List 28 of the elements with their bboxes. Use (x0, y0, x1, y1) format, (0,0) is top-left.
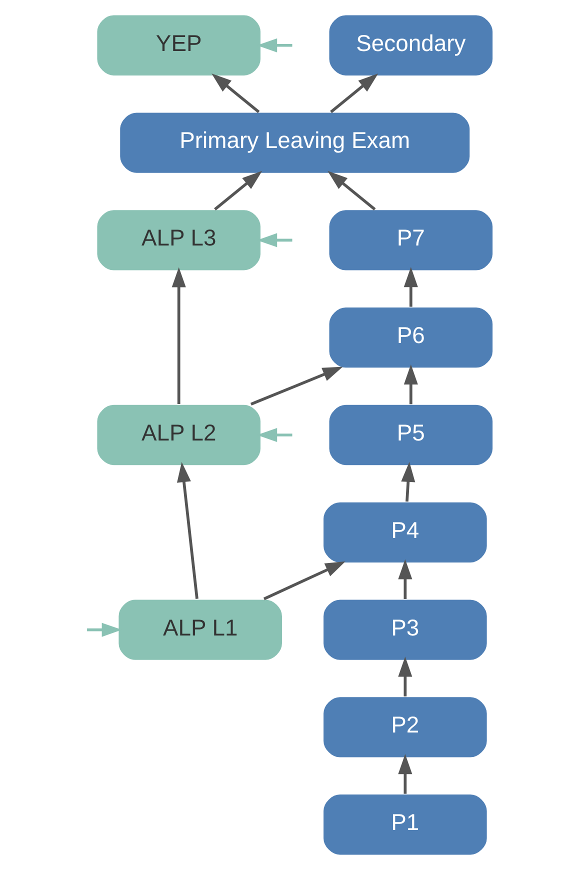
node-box: P1 (322, 793, 488, 856)
node-box: P4 (322, 500, 488, 564)
arrow (403, 364, 418, 404)
arrow (403, 267, 418, 307)
arrow (171, 267, 186, 404)
arrow (214, 170, 262, 210)
node-box: P5 (327, 404, 494, 466)
arrow (176, 462, 198, 599)
node-box: P3 (322, 598, 488, 662)
node-box: ALP L1 (116, 598, 283, 662)
node-box: ALP L2 (95, 404, 262, 466)
arrow (330, 73, 378, 114)
node-box: P6 (327, 306, 494, 370)
node-box: ALP L3 (95, 208, 262, 272)
node-box: P7 (327, 208, 494, 272)
arrow (400, 462, 415, 502)
arrow (250, 366, 342, 406)
node-box: Secondary (327, 14, 494, 77)
arrow (398, 559, 412, 599)
arrow (327, 170, 376, 210)
arrow (398, 754, 412, 794)
node-box: YEP (95, 14, 262, 77)
arrow (211, 73, 260, 114)
node-box: P2 (322, 696, 488, 759)
arrow (86, 622, 122, 637)
node-box: Primary Leaving Exam (118, 111, 471, 174)
arrow (262, 561, 345, 600)
arrow (398, 656, 412, 696)
